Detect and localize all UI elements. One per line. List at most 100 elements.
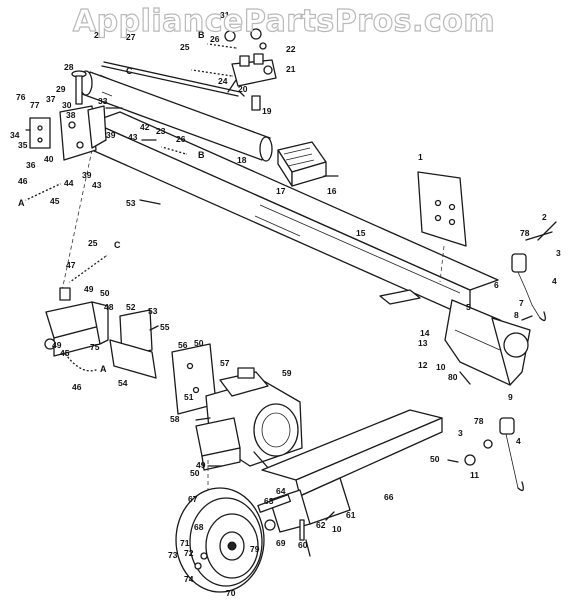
part-label-25-2: 25	[88, 238, 98, 248]
part-label-51: 51	[184, 392, 194, 402]
part-label-5: 5	[466, 302, 471, 312]
part-label-27: 27	[126, 32, 136, 42]
part-label-58: 58	[170, 414, 180, 424]
part-label-52: 52	[126, 302, 136, 312]
part-label-1: 1	[418, 152, 423, 162]
hydraulic-pump	[44, 287, 109, 357]
part-label-6: 6	[494, 280, 499, 290]
part-label-80: 80	[448, 372, 458, 382]
part-label-29: 29	[56, 84, 66, 94]
part-label-15: 15	[356, 228, 366, 238]
part-label-26-2: 26	[210, 34, 220, 44]
pivot-pin	[71, 70, 87, 105]
beam	[59, 111, 499, 319]
part-label-36: 36	[26, 160, 36, 170]
part-label-68: 68	[194, 522, 204, 532]
part-label-25: 25	[180, 42, 190, 52]
part-label-75: 75	[90, 342, 100, 352]
fasteners	[25, 107, 557, 557]
part-label-35: 35	[18, 140, 28, 150]
part-label-69: 69	[276, 538, 286, 548]
part-label-54: 54	[118, 378, 128, 388]
part-label-74: 74	[184, 574, 194, 584]
beam-foot	[444, 299, 531, 386]
part-label-37: 37	[46, 94, 56, 104]
part-label-a: A	[18, 198, 25, 208]
part-label-21: 21	[286, 64, 296, 74]
hose-26-top	[207, 42, 237, 50]
part-label-c-2: C	[114, 240, 121, 250]
part-label-50-2: 50	[194, 338, 204, 348]
hitch-top	[511, 231, 553, 322]
part-label-50-4: 50	[430, 454, 440, 464]
part-label-46: 46	[18, 176, 28, 186]
part-label-66: 66	[384, 492, 394, 502]
part-label-14: 14	[420, 328, 430, 338]
part-label-7: 7	[519, 298, 524, 308]
filter-assembly	[277, 141, 327, 187]
part-label-24: 24	[218, 76, 228, 86]
part-label-73: 73	[168, 550, 178, 560]
part-label-39-2: 39	[82, 170, 92, 180]
part-label-72: 72	[184, 548, 194, 558]
part-label-11: 11	[470, 470, 479, 480]
part-label-79: 79	[250, 544, 260, 554]
part-label-22: 22	[286, 44, 296, 54]
part-label-53: 53	[148, 306, 158, 316]
part-label-38: 38	[66, 110, 76, 120]
watermark-logo: AppliancePartsPros.com	[72, 3, 496, 39]
part-label-39: 39	[106, 130, 116, 140]
part-label-26: 26	[176, 134, 186, 144]
part-label-49: 49	[84, 284, 94, 294]
part-label-78: 78	[520, 228, 530, 238]
part-label-45: 45	[50, 196, 60, 206]
part-labels: 1233445678910101112131415161718192020212…	[10, 10, 561, 598]
part-label-16: 16	[327, 186, 337, 196]
hose-26-mid	[161, 145, 187, 156]
hose-25-top	[191, 68, 233, 78]
part-label-70: 70	[226, 588, 236, 598]
part-label-71: 71	[180, 538, 190, 548]
part-label-4: 4	[552, 276, 557, 286]
part-label-47: 47	[66, 260, 76, 270]
part-label-61: 61	[346, 510, 356, 520]
axle	[257, 494, 305, 541]
hydraulic-cylinder	[79, 61, 273, 162]
part-label-23: 23	[156, 126, 166, 136]
part-label-55: 55	[160, 322, 170, 332]
part-label-9: 9	[508, 392, 513, 402]
hitch-bottom	[464, 417, 524, 492]
part-label-a-2: A	[100, 364, 107, 374]
pump-bracket	[109, 309, 157, 379]
part-label-63: 63	[264, 496, 274, 506]
part-label-31: 31	[220, 10, 230, 20]
part-label-76: 76	[16, 92, 26, 102]
part-label-49-2: 49	[52, 340, 62, 350]
hose-46-left	[25, 182, 61, 202]
cylinder-mount-bracket	[29, 105, 107, 161]
part-label-c: C	[126, 66, 133, 76]
part-label-2: 2	[542, 212, 547, 222]
part-label-18: 18	[237, 155, 247, 165]
part-label-4-2: 4	[516, 436, 521, 446]
part-label-48: 48	[104, 302, 114, 312]
part-label-50-3: 50	[190, 468, 200, 478]
part-label-30: 30	[62, 100, 72, 110]
part-label-13: 13	[418, 338, 428, 348]
part-label-3: 3	[556, 248, 561, 258]
part-label-42: 42	[140, 122, 150, 132]
wedge-plate	[417, 171, 467, 283]
part-label-b-2: B	[198, 30, 205, 40]
hose-46-pump	[62, 350, 97, 373]
part-label-62: 62	[316, 520, 326, 530]
part-label-34: 34	[10, 130, 20, 140]
part-label-57: 57	[220, 358, 230, 368]
part-label-60: 60	[298, 540, 308, 550]
part-label-40: 40	[44, 154, 54, 164]
part-label-46-2: 46	[72, 382, 82, 392]
part-label-67: 67	[188, 494, 198, 504]
part-label-12: 12	[418, 360, 428, 370]
part-label-56: 56	[178, 340, 188, 350]
